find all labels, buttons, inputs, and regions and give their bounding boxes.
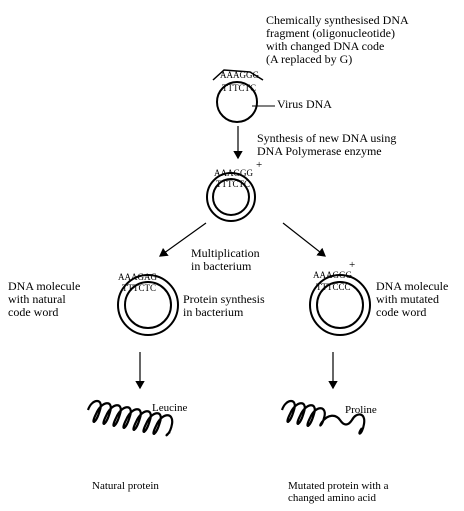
proline-label: Proline xyxy=(345,404,377,416)
note-line: DNA Polymerase enzyme xyxy=(257,145,396,158)
mutated-bottom-bases: TTTCCC xyxy=(316,282,351,292)
hybrid-top-bases: AAAGGG xyxy=(214,168,253,178)
natural-molecule-label: DNA molecule with natural code word xyxy=(8,280,80,319)
protein-synthesis-note: Protein synthesis in bacterium xyxy=(183,293,265,319)
natural-dna-circle: AAAGAG TTTCTC xyxy=(118,272,178,335)
label-line: changed amino acid xyxy=(288,492,389,504)
natural-protein-label: Natural protein xyxy=(92,480,159,492)
mutated-dna-circle: AAAGGG TTTCCC + xyxy=(310,259,370,335)
synthesis-note: Synthesis of new DNA using DNA Polymeras… xyxy=(257,132,396,158)
label-line: code word xyxy=(8,306,80,319)
hybrid-bottom-bases: TTTCTC xyxy=(216,179,250,189)
note-line: (A replaced by G) xyxy=(266,53,409,66)
leucine-label: Leucine xyxy=(152,402,187,414)
note-line: in bacterium xyxy=(183,306,265,319)
natural-top-bases: AAAGAG xyxy=(118,272,157,282)
mutated-molecule-label: DNA molecule with mutated code word xyxy=(376,280,448,319)
hybrid-plus-sign: + xyxy=(256,159,262,171)
mutated-protein-label: Mutated protein with a changed amino aci… xyxy=(288,480,389,504)
oligonucleotide-note: Chemically synthesised DNA fragment (oli… xyxy=(266,14,409,66)
mutated-plus-sign: + xyxy=(349,259,355,271)
mutated-top-bases: AAAGGG xyxy=(313,270,352,280)
virus-dna-label: Virus DNA xyxy=(277,98,332,111)
arrow-to-mutated xyxy=(283,223,325,256)
label-line: code word xyxy=(376,306,448,319)
virus-bottom-bases: TTTCTC xyxy=(222,83,256,93)
natural-bottom-bases: TTTCTC xyxy=(122,283,156,293)
virus-dna-circle: AAAGGG TTTCTC xyxy=(213,70,263,122)
multiplication-note: Multiplication in bacterium xyxy=(191,247,260,273)
hybrid-dna-circle: AAAGGG TTTCTC + xyxy=(207,159,262,221)
label-line: Mutated protein with a xyxy=(288,480,389,492)
note-line: in bacterium xyxy=(191,260,260,273)
virus-top-bases: AAAGGG xyxy=(220,70,259,80)
